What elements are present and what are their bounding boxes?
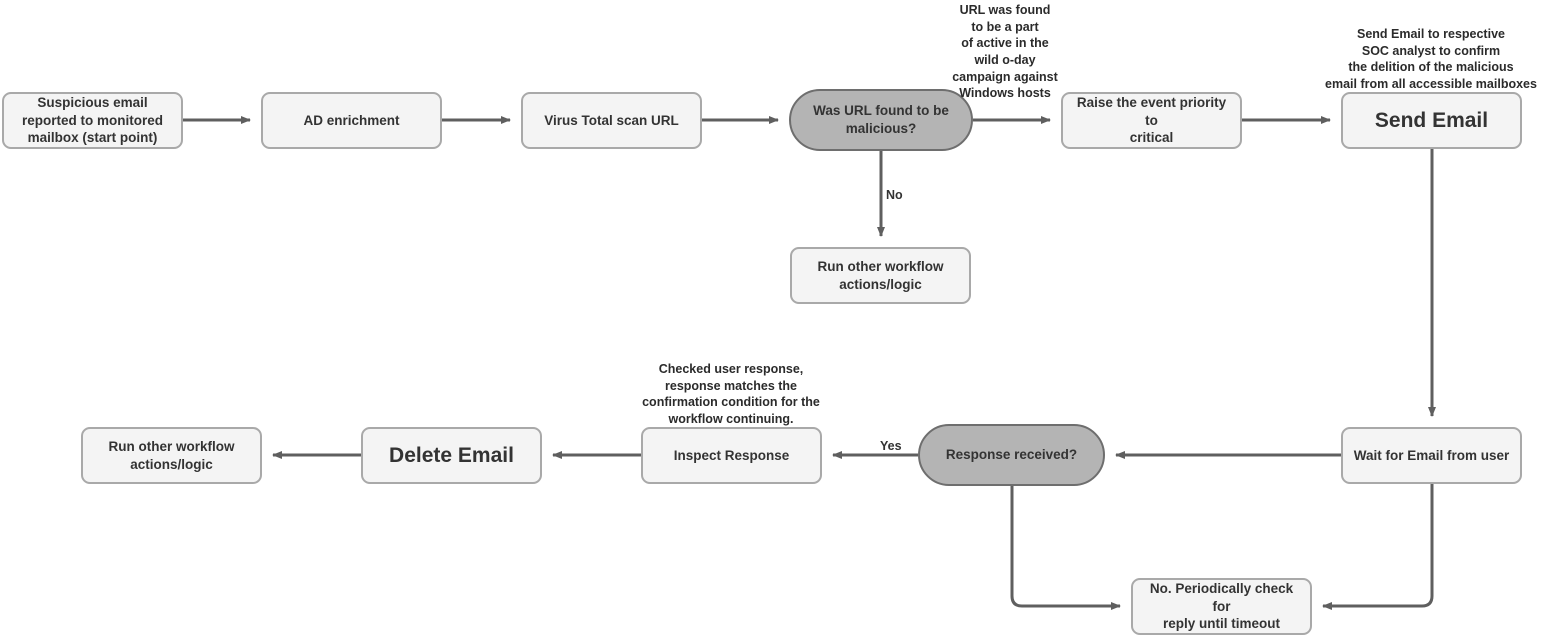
node-url-malicious-decision[interactable]: Was URL found to be malicious?: [789, 89, 973, 151]
edge-label-send-email-note: Send Email to respective SOC analyst to …: [1325, 27, 1537, 91]
node-run-other-workflow-top-label: Run other workflow actions/logic: [817, 258, 944, 292]
node-run-other-workflow-top[interactable]: Run other workflow actions/logic: [790, 247, 971, 304]
node-raise-priority[interactable]: Raise the event priority to critical: [1061, 92, 1242, 149]
node-delete-email-label: Delete Email: [389, 443, 514, 467]
node-inspect-response-label: Inspect Response: [673, 447, 790, 463]
node-inspect-response[interactable]: Inspect Response: [641, 427, 822, 484]
node-send-email[interactable]: Send Email: [1341, 92, 1522, 149]
node-ad-enrichment-label: AD enrichment: [303, 112, 400, 128]
edge-label-yes: Yes: [880, 439, 902, 453]
node-ad-enrichment[interactable]: AD enrichment: [261, 92, 442, 149]
node-run-other-workflow-bottom-label: Run other workflow actions/logic: [108, 438, 235, 472]
node-virus-total-scan[interactable]: Virus Total scan URL: [521, 92, 702, 149]
node-periodic-check[interactable]: No. Periodically check for reply until t…: [1131, 578, 1312, 635]
node-url-malicious-decision-label: Was URL found to be malicious?: [813, 103, 949, 136]
node-virus-total-scan-label: Virus Total scan URL: [544, 112, 679, 128]
edge-response-no-to-periodic: [1010, 486, 1121, 610]
node-start-label: Suspicious email reported to monitored m…: [22, 94, 163, 146]
node-wait-for-email-label: Wait for Email from user: [1353, 447, 1510, 463]
edge-label-zero-day-campaign: URL was found to be a part of active in …: [952, 3, 1058, 101]
edge-label-checked-user-response: Checked user response, response matches …: [642, 362, 820, 426]
edge-wait-to-periodic: [1322, 484, 1434, 610]
node-response-received-decision[interactable]: Response received?: [918, 424, 1105, 486]
node-delete-email[interactable]: Delete Email: [361, 427, 542, 484]
node-wait-for-email[interactable]: Wait for Email from user: [1341, 427, 1522, 484]
node-periodic-check-label: No. Periodically check for reply until t…: [1149, 580, 1294, 632]
node-response-received-decision-label: Response received?: [945, 447, 1078, 463]
node-run-other-workflow-bottom[interactable]: Run other workflow actions/logic: [81, 427, 262, 484]
node-raise-priority-label: Raise the event priority to critical: [1076, 94, 1227, 146]
edge-label-no-top: No: [886, 188, 903, 202]
node-start[interactable]: Suspicious email reported to monitored m…: [2, 92, 183, 149]
node-send-email-label: Send Email: [1374, 108, 1489, 132]
